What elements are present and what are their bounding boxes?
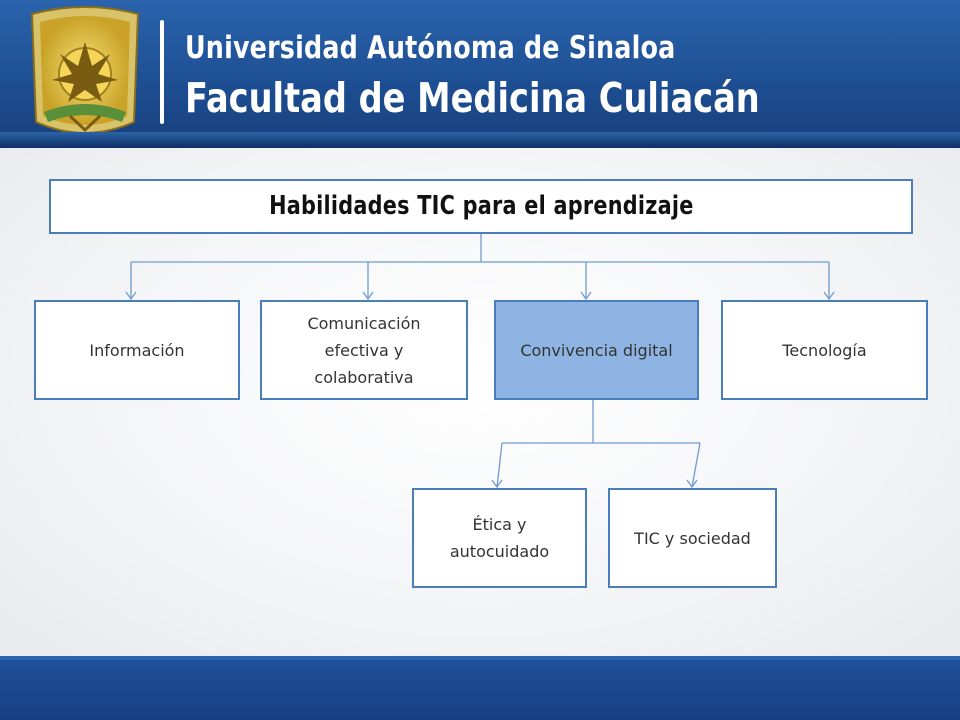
university-crest-icon [30,6,140,134]
arrow-tecnologia [823,291,835,301]
root-node: Habilidades TIC para el aprendizaje [49,179,913,234]
header-divider [160,20,164,124]
header-banner: Universidad Autónoma de Sinaloa Facultad… [0,0,960,148]
arrow-convivencia [580,291,592,301]
node-tic-sociedad: TIC y sociedad [608,488,777,588]
node-label: Información [89,340,185,360]
arrow-tic-sociedad [686,479,698,489]
header-band [0,132,960,148]
node-label: TIC y sociedad [634,528,751,548]
footer-line [0,656,960,660]
university-name: Universidad Autónoma de Sinaloa [185,30,676,66]
node-label: Tecnología [782,340,867,360]
faculty-name: Facultad de Medicina Culiacán [185,74,760,122]
node-label: Comunicación efectiva y colaborativa [307,313,421,387]
node-comunicacion: Comunicación efectiva y colaborativa [260,300,468,400]
node-convivencia-digital: Convivencia digital [494,300,699,400]
node-informacion: Información [34,300,240,400]
arrow-etica [491,479,503,489]
node-etica-autocuidado: Ética y autocuidado [412,488,587,588]
root-label: Habilidades TIC para el aprendizaje [268,191,694,221]
arrow-comunicacion [362,291,374,301]
node-label: Ética y autocuidado [449,515,550,561]
connector-etica [496,442,503,488]
footer-banner [0,660,960,720]
node-label: Convivencia digital [520,340,673,360]
connector-tic-sociedad [691,442,701,488]
node-tecnologia: Tecnología [721,300,928,400]
arrow-informacion [125,291,137,301]
